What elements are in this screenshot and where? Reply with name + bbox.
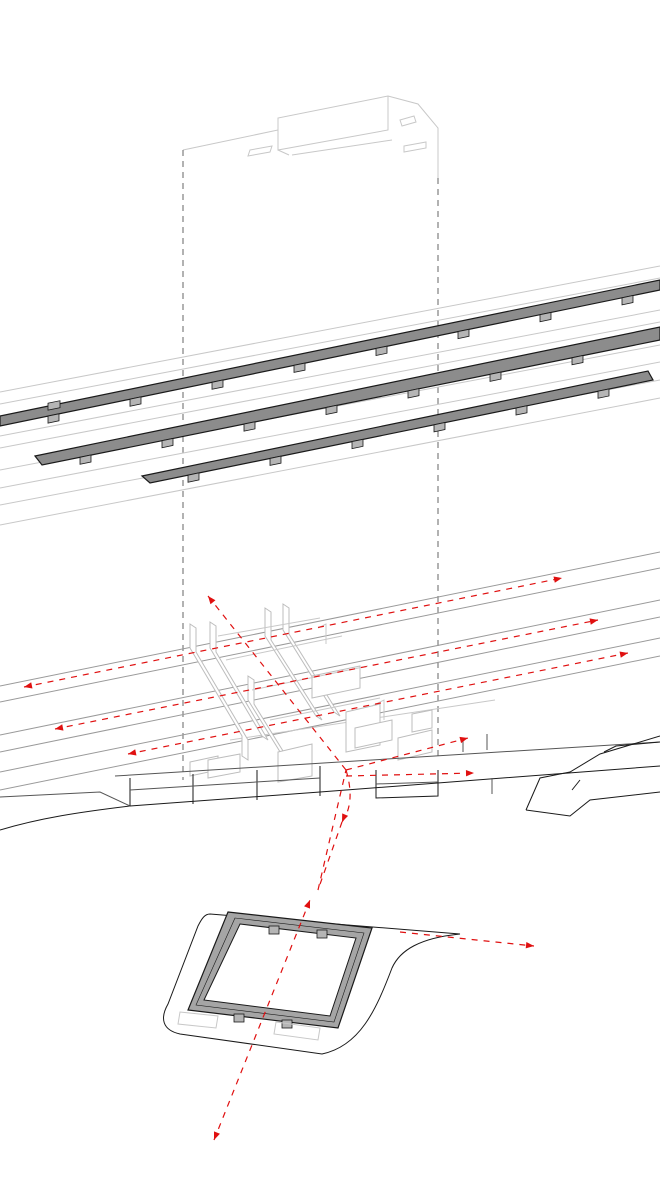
canopy-support-tab — [457, 328, 470, 340]
canopy-support-tab — [47, 413, 60, 424]
ground-lines — [0, 735, 660, 831]
arrow-head — [24, 682, 33, 689]
canopy-support-tab — [269, 455, 282, 466]
arrow-head — [214, 1131, 220, 1140]
canopy-support-tab — [211, 379, 224, 390]
canopy-support-tab — [375, 345, 388, 357]
canopy-support-tab — [161, 437, 174, 449]
circulation-path — [345, 772, 475, 777]
arrow-head — [553, 576, 562, 583]
circulation-path — [317, 769, 347, 891]
canopy-bar-1 — [0, 279, 660, 427]
arrow-head — [525, 941, 534, 949]
canopy-support-tab — [515, 405, 528, 416]
arrow-head — [459, 736, 468, 744]
circulation-path — [345, 737, 469, 771]
canopy-support-tab — [571, 355, 584, 366]
canopy-support-tab — [433, 422, 446, 433]
canopy-support-tab — [351, 438, 364, 450]
canopy-support-tab — [489, 371, 502, 382]
canopy-support-tab — [79, 454, 92, 465]
canopy-support-tab — [293, 362, 306, 373]
circulation-path — [399, 931, 535, 947]
projection-dashed-lines — [182, 150, 439, 780]
arrow-head — [304, 900, 310, 909]
track-lines — [0, 551, 660, 791]
canopy-support-tab — [187, 472, 200, 483]
arrow-head — [55, 724, 64, 731]
arrow-head — [619, 651, 628, 658]
canopy-support-tab — [597, 388, 610, 399]
canopy-support-tab — [621, 295, 634, 306]
arrow-head — [589, 618, 598, 625]
tower-outline — [182, 95, 439, 178]
arrow-head — [465, 769, 474, 777]
canopy-support-tab — [407, 388, 420, 399]
canopy-supports — [47, 295, 634, 483]
canopy-support-tab — [243, 421, 256, 432]
circulation-path — [207, 595, 347, 771]
canopy-support-tab — [129, 396, 142, 407]
square-pavilion — [163, 911, 461, 1055]
circulation-path — [54, 619, 599, 730]
canopy-support-tab — [325, 404, 338, 416]
canopy-support-tab — [539, 311, 552, 323]
arrow-head — [208, 596, 216, 605]
circulation-path — [127, 652, 629, 755]
canopy-bar-3 — [140, 370, 654, 484]
circulation-path — [23, 577, 563, 688]
canopy-bar-2 — [33, 326, 660, 466]
circulation-arrows — [23, 576, 629, 1141]
arrow-head — [342, 813, 349, 822]
arrow-head — [128, 749, 137, 756]
circulation-path — [317, 821, 343, 891]
